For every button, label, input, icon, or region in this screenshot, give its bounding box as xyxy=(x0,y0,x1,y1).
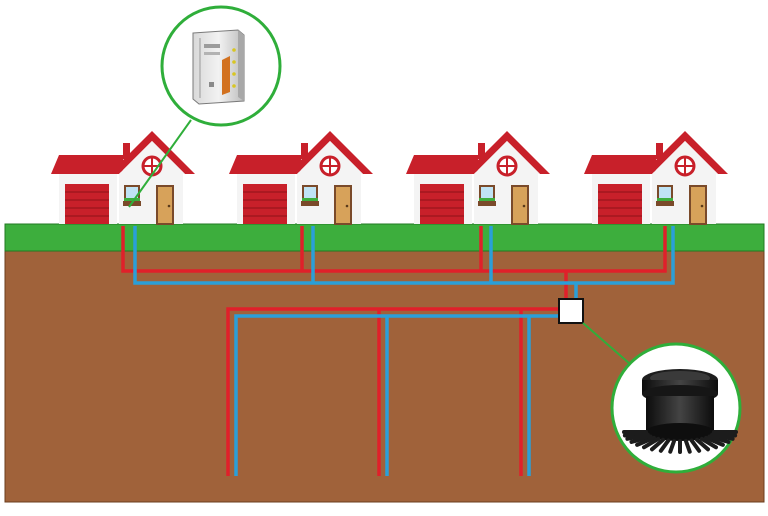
front-door xyxy=(156,185,174,225)
flower-plants xyxy=(302,198,318,201)
house-roof xyxy=(642,131,728,174)
window xyxy=(657,185,673,201)
garage-door xyxy=(243,184,287,224)
chimney xyxy=(478,143,485,159)
garage-roof xyxy=(51,155,123,174)
chamber-fin xyxy=(689,438,702,453)
door-knob xyxy=(700,204,704,208)
heat-pump-callout xyxy=(160,5,282,127)
pipe-network xyxy=(121,226,675,476)
flower-plants xyxy=(479,198,495,201)
house xyxy=(584,131,728,225)
chamber-fin xyxy=(642,436,661,450)
chamber-fin xyxy=(622,431,649,438)
chamber-fin xyxy=(695,437,710,452)
return-pipe-segment xyxy=(133,226,675,285)
chamber-fin xyxy=(704,435,725,447)
manifold-chamber-callout xyxy=(610,342,742,474)
chimney xyxy=(656,143,663,159)
house xyxy=(51,131,195,225)
manifold-callout-line xyxy=(582,322,631,365)
house-roof xyxy=(464,131,550,174)
garage-roof xyxy=(406,155,478,174)
chimney xyxy=(123,143,130,159)
chamber-fin xyxy=(635,435,656,447)
flower-box xyxy=(478,201,496,206)
window xyxy=(302,185,318,201)
door-knob xyxy=(167,204,171,208)
return-pipe-segment xyxy=(234,314,559,476)
heat-pump-callout-line xyxy=(128,119,192,208)
manifold-chamber-icon xyxy=(622,369,738,454)
house xyxy=(406,131,550,225)
front-door xyxy=(511,185,529,225)
flower-box xyxy=(301,201,319,206)
chamber-fin xyxy=(625,433,651,441)
flower-plants xyxy=(124,198,140,201)
chamber-fin xyxy=(629,434,653,444)
chamber-fin xyxy=(683,438,692,454)
chamber-fin xyxy=(658,438,671,453)
front-door xyxy=(689,185,707,225)
garage-door xyxy=(420,184,464,224)
manifold-box xyxy=(558,298,584,324)
chamber-fin xyxy=(650,437,665,452)
flower-box xyxy=(656,201,674,206)
house-roof xyxy=(287,131,373,174)
chamber-fin xyxy=(699,436,718,450)
heat-pump-unit-icon xyxy=(192,29,245,105)
garage-roof xyxy=(584,155,656,174)
garage-door xyxy=(598,184,642,224)
door-knob xyxy=(522,204,526,208)
window xyxy=(124,185,140,201)
flower-plants xyxy=(657,198,673,201)
grass-layer xyxy=(4,223,765,252)
chamber-fin xyxy=(668,438,677,454)
chamber-fin xyxy=(707,434,731,444)
house-roof xyxy=(109,131,195,174)
garage-roof xyxy=(229,155,301,174)
door-knob xyxy=(345,204,349,208)
house xyxy=(229,131,373,225)
supply-pipe-segment xyxy=(121,226,667,273)
garage-door xyxy=(65,184,109,224)
front-door xyxy=(334,185,352,225)
supply-pipe-segment xyxy=(226,307,559,476)
house-row xyxy=(51,131,728,225)
window xyxy=(479,185,495,201)
chimney xyxy=(301,143,308,159)
